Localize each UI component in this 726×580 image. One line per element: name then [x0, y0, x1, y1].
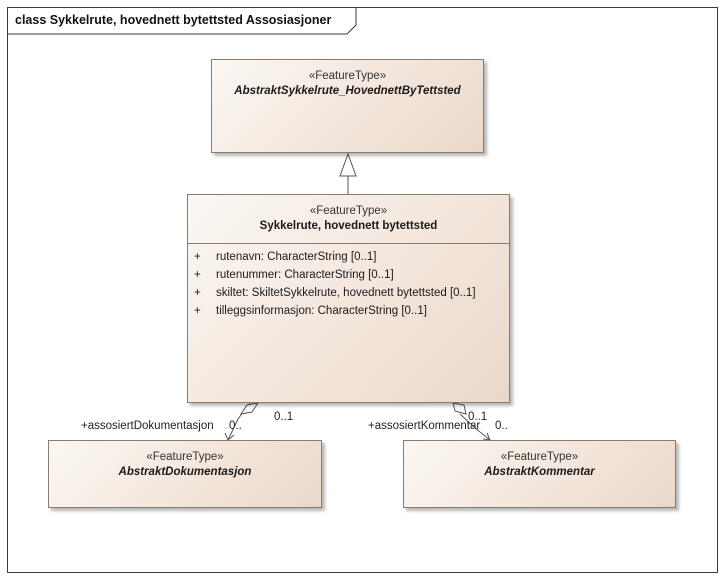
multiplicity-source-kommentar: 0..1: [468, 411, 488, 423]
stereotype-label: «FeatureType»: [308, 70, 387, 82]
class-sykkelrute-hovednett[interactable]: «FeatureType» Sykkelrute, hovednett byte…: [187, 194, 510, 403]
attribute-row[interactable]: + skiltet: SkiltetSykkelrute, hovednett …: [188, 287, 509, 305]
role-label-dokumentasjon: +assosiertDokumentasjon: [81, 420, 214, 432]
attribute-row[interactable]: + rutenummer: CharacterString [0..1]: [188, 269, 509, 287]
association-kommentar-diamond: [452, 402, 467, 415]
class-abstrakt-sykkelrute[interactable]: «FeatureType» AbstraktSykkelrute_Hovedne…: [211, 59, 484, 153]
visibility-marker: +: [194, 269, 201, 281]
class-header: «FeatureType» Sykkelrute, hovednett byte…: [188, 205, 509, 232]
class-abstrakt-dokumentasjon[interactable]: «FeatureType» AbstraktDokumentasjon: [48, 440, 322, 508]
visibility-marker: +: [194, 305, 201, 317]
attribute-compartment: + rutenavn: CharacterString [0..1] + rut…: [188, 243, 509, 323]
class-name: AbstraktSykkelrute_HovednettByTettsted: [234, 85, 461, 97]
attribute-text: rutenummer: CharacterString [0..1]: [216, 269, 394, 281]
role-label-kommentar: +assosiertKommentar: [368, 420, 481, 432]
visibility-marker: +: [194, 287, 201, 299]
attribute-text: rutenavn: CharacterString [0..1]: [216, 251, 377, 263]
stereotype-label: «FeatureType»: [309, 205, 388, 217]
class-name: AbstraktDokumentasjon: [118, 466, 252, 478]
multiplicity-source-dokumentasjon: 0..1: [274, 411, 294, 423]
association-dokumentasjon-diamond: [239, 402, 260, 415]
multiplicity-target-kommentar: 0..: [495, 420, 508, 432]
class-header: «FeatureType» AbstraktDokumentasjon: [49, 451, 321, 478]
attribute-text: tilleggsinformasjon: CharacterString [0.…: [216, 305, 427, 317]
association-kommentar-line[interactable]: [459, 413, 491, 441]
class-header: «FeatureType» AbstraktKommentar: [404, 451, 675, 478]
multiplicity-target-dokumentasjon: 0..: [229, 420, 242, 432]
stereotype-label: «FeatureType»: [500, 451, 579, 463]
generalization-arrowhead: [339, 152, 357, 177]
class-name: Sykkelrute, hovednett bytettsted: [259, 220, 438, 232]
class-header: «FeatureType» AbstraktSykkelrute_Hovedne…: [212, 70, 483, 97]
title-tab-outline: [7, 7, 357, 35]
attribute-row[interactable]: + tilleggsinformasjon: CharacterString […: [188, 305, 509, 323]
visibility-marker: +: [194, 251, 201, 263]
diagram-title: class Sykkelrute, hovednett bytettsted A…: [15, 13, 332, 27]
attribute-row[interactable]: + rutenavn: CharacterString [0..1]: [188, 251, 509, 269]
class-abstrakt-kommentar[interactable]: «FeatureType» AbstraktKommentar: [403, 440, 676, 508]
stereotype-label: «FeatureType»: [146, 451, 224, 463]
attribute-text: skiltet: SkiltetSykkelrute, hovednett by…: [216, 287, 476, 299]
diagram-frame: [7, 7, 718, 573]
class-name: AbstraktKommentar: [484, 466, 595, 478]
